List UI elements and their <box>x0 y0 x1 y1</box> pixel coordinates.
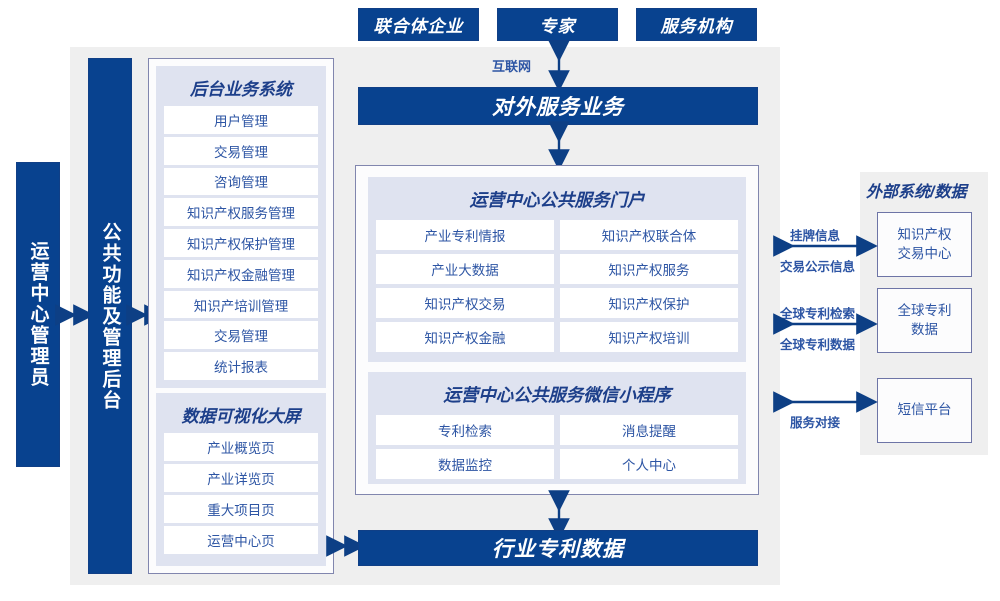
portal-item[interactable]: 产业大数据 <box>376 254 554 284</box>
common-function-label: 公共功能及管理后台 <box>99 221 121 411</box>
backend-item[interactable]: 交易管理 <box>164 136 318 165</box>
connector-label-below: 交易公示信息 <box>780 260 856 274</box>
data-visual-group: 数据可视化大屏 产业概览页 产业详览页 重大项目页 运营中心页 <box>156 393 326 566</box>
external-box-line1: 短信平台 <box>897 402 952 418</box>
portal-item[interactable]: 知识产权服务 <box>560 254 738 284</box>
external-box-line1: 全球专利 <box>897 303 952 319</box>
miniprogram-title: 运营中心公共服务微信小程序 <box>443 385 671 405</box>
backend-item[interactable]: 统计报表 <box>164 352 318 381</box>
industry-data-label: 行业专利数据 <box>492 538 624 561</box>
actor-box-service-org[interactable]: 服务机构 <box>636 8 757 41</box>
data-visual-title: 数据可视化大屏 <box>181 407 301 426</box>
connector-label-below: 服务对接 <box>790 416 841 430</box>
visual-item[interactable]: 产业概览页 <box>164 433 318 461</box>
external-box-line2: 交易中心 <box>897 245 952 261</box>
miniprogram-item[interactable]: 专利检索 <box>376 415 554 445</box>
backend-business-group: 后台业务系统 用户管理 交易管理 咨询管理 知识产权服务管理 知识产权保护管理 … <box>156 66 326 388</box>
connector-label-below: 全球专利数据 <box>780 338 856 352</box>
operator-admin-bar[interactable]: 运营中心管理员 <box>16 162 60 467</box>
portal-item[interactable]: 知识产权保护 <box>560 288 738 318</box>
portal-item[interactable]: 知识产权交易 <box>376 288 554 318</box>
common-function-bar[interactable]: 公共功能及管理后台 <box>88 58 132 574</box>
connector-arrow-global-patent <box>773 313 878 335</box>
industry-data-bar[interactable]: 行业专利数据 <box>358 530 758 566</box>
backend-business-title: 后台业务系统 <box>190 80 292 99</box>
center-to-industry-arrow <box>548 490 570 540</box>
internet-arrow <box>548 40 570 92</box>
portal-group: 运营中心公共服务门户 产业专利情报 知识产权联合体 产业大数据 知识产权服务 知… <box>368 177 746 362</box>
actor-box-consortium[interactable]: 联合体企业 <box>358 8 479 41</box>
portal-item[interactable]: 知识产权金融 <box>376 322 554 352</box>
actor-box-expert[interactable]: 专家 <box>497 8 618 41</box>
operator-admin-label: 运营中心管理员 <box>27 241 49 388</box>
connector-arrow-ip-exchange <box>773 235 878 257</box>
external-box-sms-platform[interactable]: 短信平台 <box>877 378 972 443</box>
external-box-ip-exchange[interactable]: 知识产权 交易中心 <box>877 212 972 277</box>
miniprogram-item[interactable]: 消息提醒 <box>560 415 738 445</box>
portal-title: 运营中心公共服务门户 <box>469 190 645 210</box>
backend-item[interactable]: 用户管理 <box>164 106 318 134</box>
backend-to-industry-arrow <box>326 535 366 557</box>
visual-item[interactable]: 运营中心页 <box>164 526 318 554</box>
backend-item[interactable]: 交易管理 <box>164 321 318 350</box>
portal-item[interactable]: 知识产权联合体 <box>560 220 738 250</box>
external-box-global-patent[interactable]: 全球专利 数据 <box>877 288 972 353</box>
actor-label: 联合体企业 <box>373 17 464 36</box>
miniprogram-group: 运营中心公共服务微信小程序 专利检索 消息提醒 数据监控 个人中心 <box>368 372 746 484</box>
portal-item[interactable]: 产业专利情报 <box>376 220 554 250</box>
visual-item[interactable]: 产业详览页 <box>164 464 318 492</box>
actor-label: 专家 <box>539 17 576 36</box>
external-title: 外部系统/数据 <box>866 184 967 201</box>
visual-item[interactable]: 重大项目页 <box>164 495 318 523</box>
backend-item[interactable]: 知识产权金融管理 <box>164 259 318 288</box>
backend-item[interactable]: 知识产权保护管理 <box>164 229 318 257</box>
backend-item[interactable]: 咨询管理 <box>164 167 318 196</box>
backend-item[interactable]: 知识产培训管理 <box>164 290 318 319</box>
miniprogram-item[interactable]: 数据监控 <box>376 449 554 479</box>
internet-label: 互联网 <box>492 59 532 74</box>
actor-label: 服务机构 <box>660 17 733 36</box>
external-box-line1: 知识产权 <box>897 227 952 243</box>
portal-item[interactable]: 知识产权培训 <box>560 322 738 352</box>
admin-to-common-arrow <box>55 304 95 326</box>
miniprogram-item[interactable]: 个人中心 <box>560 449 738 479</box>
external-service-bar[interactable]: 对外服务业务 <box>358 87 758 125</box>
connector-arrow-sms <box>773 391 878 413</box>
backend-item[interactable]: 知识产权服务管理 <box>164 198 318 227</box>
external-box-line2: 数据 <box>911 321 938 337</box>
service-to-portal-arrow <box>548 121 570 171</box>
external-service-bar-label: 对外服务业务 <box>492 96 624 119</box>
